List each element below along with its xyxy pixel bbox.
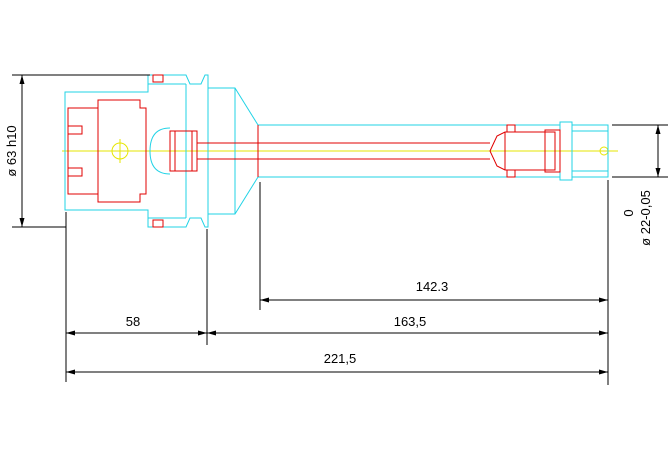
arrow-head bbox=[599, 369, 608, 375]
dim-tool-diameter: 0 ø 22-0,05 bbox=[621, 125, 661, 246]
oring-mark-top bbox=[506, 124, 516, 133]
arrow-head bbox=[655, 125, 661, 134]
dim-shank-diameter: ø 63 h10 bbox=[4, 75, 25, 227]
dim-length-163: 163,5 bbox=[207, 314, 608, 336]
holder-body-outline bbox=[64, 74, 609, 228]
dim-text-58: 58 bbox=[126, 314, 140, 329]
arrow-head bbox=[66, 369, 75, 375]
dim-text-221: 221,5 bbox=[324, 351, 357, 366]
dim-text-tool-tolerance: 0 bbox=[621, 209, 636, 216]
dim-text-163: 163,5 bbox=[394, 314, 427, 329]
keyway-top bbox=[152, 74, 164, 83]
oring-mark-bottom bbox=[506, 169, 516, 178]
chuck-slot-bottom bbox=[67, 167, 83, 177]
tool-seat-collar bbox=[544, 129, 561, 173]
dim-text-142: 142.3 bbox=[416, 279, 449, 294]
dim-length-58: 58 bbox=[66, 314, 207, 336]
keyway-bottom bbox=[152, 219, 164, 228]
arrow-head bbox=[260, 297, 269, 303]
arrow-head bbox=[198, 330, 207, 336]
arrow-head bbox=[599, 297, 608, 303]
dim-length-142: 142.3 bbox=[260, 279, 608, 303]
dim-text-shank-diameter: ø 63 h10 bbox=[4, 125, 19, 176]
arrow-head bbox=[66, 330, 75, 336]
extension-lines bbox=[12, 74, 668, 385]
dim-text-tool-diameter: ø 22-0,05 bbox=[638, 190, 653, 246]
holder-details bbox=[67, 74, 561, 228]
arrow-head bbox=[207, 330, 216, 336]
holder-outline bbox=[64, 74, 609, 228]
chuck-slot-top bbox=[67, 125, 83, 135]
arrow-head bbox=[19, 75, 25, 84]
dim-length-221: 221,5 bbox=[66, 351, 608, 375]
bore-arc bbox=[149, 127, 171, 175]
clamp-bore bbox=[169, 130, 198, 172]
tool-seat bbox=[489, 131, 556, 171]
arrow-head bbox=[599, 330, 608, 336]
arrow-head bbox=[655, 168, 661, 177]
center-axis bbox=[62, 139, 618, 163]
arrow-head bbox=[19, 218, 25, 227]
